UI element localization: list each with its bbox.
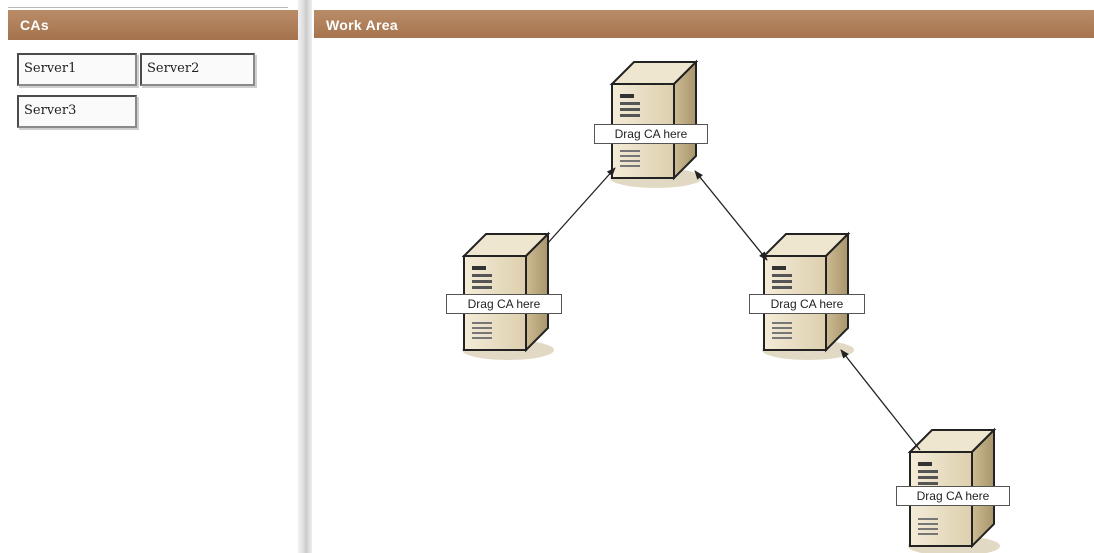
drop-target-top[interactable]: Drag CA here (594, 124, 708, 144)
connector-right-to-top (694, 170, 768, 261)
panel-divider[interactable] (298, 0, 312, 553)
work-area: Drag CA here Drag CA here Drag CA here D… (312, 38, 1094, 553)
work-area-header: Work Area (314, 10, 1094, 40)
cas-panel: CAs Server1 Server2 Server3 (8, 8, 298, 553)
cas-panel-header: CAs (8, 10, 298, 40)
work-area-canvas (461, 61, 1001, 553)
top-rule (8, 7, 288, 8)
ca-item-server2[interactable]: Server2 (140, 53, 255, 86)
drop-target-bottom[interactable]: Drag CA here (896, 486, 1010, 506)
ca-item-server1[interactable]: Server1 (17, 53, 137, 86)
drop-target-left[interactable]: Drag CA here (446, 294, 562, 314)
ca-item-server3[interactable]: Server3 (17, 95, 137, 128)
drop-target-right[interactable]: Drag CA here (749, 294, 865, 314)
connector-bottom-to-right (840, 349, 921, 451)
connector-left-to-top (546, 167, 616, 245)
